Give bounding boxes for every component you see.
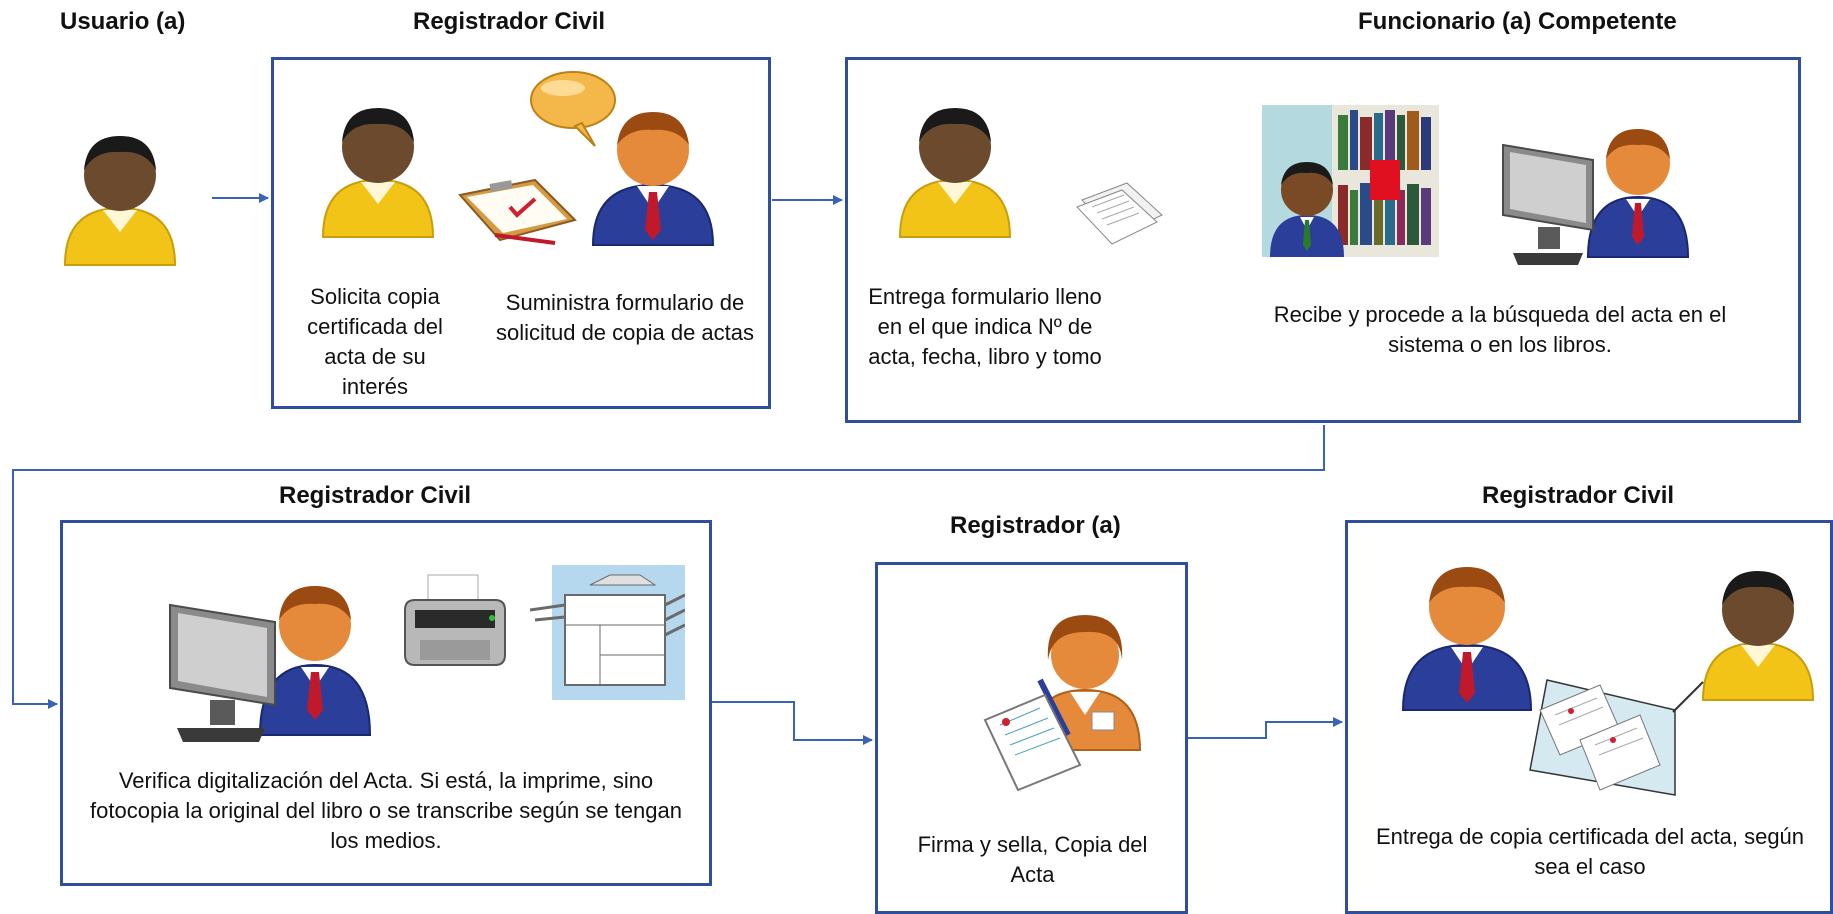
caption-entrega-formulario: Entrega formulario lleno en el que indic… <box>868 284 1102 369</box>
printer-icon <box>404 574 506 666</box>
caption-entrega-copia: Entrega de copia certificada del acta, s… <box>1375 824 1805 879</box>
arrow-verifica-to-firma <box>712 701 873 745</box>
caption-firma: Firma y sella, Copia del Acta <box>917 832 1148 887</box>
computer-icon <box>1502 129 1690 265</box>
user-dark-icon <box>321 108 435 238</box>
document-icon <box>1529 679 1704 796</box>
role-funcionario: Funcionario (a) Competente <box>1358 8 1677 35</box>
user-dark-icon <box>63 136 177 266</box>
arrow-firma-to-entrega <box>1188 717 1343 739</box>
user-dark-icon <box>1701 571 1815 701</box>
role-registrador-civil-bottom-right: Registrador Civil <box>1482 482 1675 509</box>
caption-verifica: Verifica digitalización del Acta. Si est… <box>90 768 682 853</box>
role-registrador: Registrador (a) <box>950 512 1121 539</box>
caption-solicita: Solicita copia certificada del acta de s… <box>307 284 443 399</box>
paper-stack-icon <box>1076 182 1163 245</box>
user-dark-icon <box>898 108 1012 238</box>
role-registrador-civil-bottom-left: Registrador Civil <box>279 482 472 509</box>
role-usuario: Usuario (a) <box>60 8 186 35</box>
computer-icon <box>169 586 372 742</box>
official-icon <box>591 112 715 246</box>
arrow-funcionario-to-verifica <box>12 425 1325 709</box>
clipboard-icon <box>458 178 577 245</box>
role-registrador-civil-top: Registrador Civil <box>413 8 606 35</box>
speech-bubble-icon <box>530 71 616 147</box>
bookshelf-icon <box>1262 105 1439 257</box>
caption-recibe: Recibe y procede a la búsqueda del acta … <box>1273 302 1727 357</box>
caption-suministra: Suministra formulario de solicitud de co… <box>495 290 755 345</box>
copier-icon <box>530 565 685 700</box>
official-icon <box>1401 567 1533 711</box>
female-registrar-icon <box>983 615 1142 792</box>
